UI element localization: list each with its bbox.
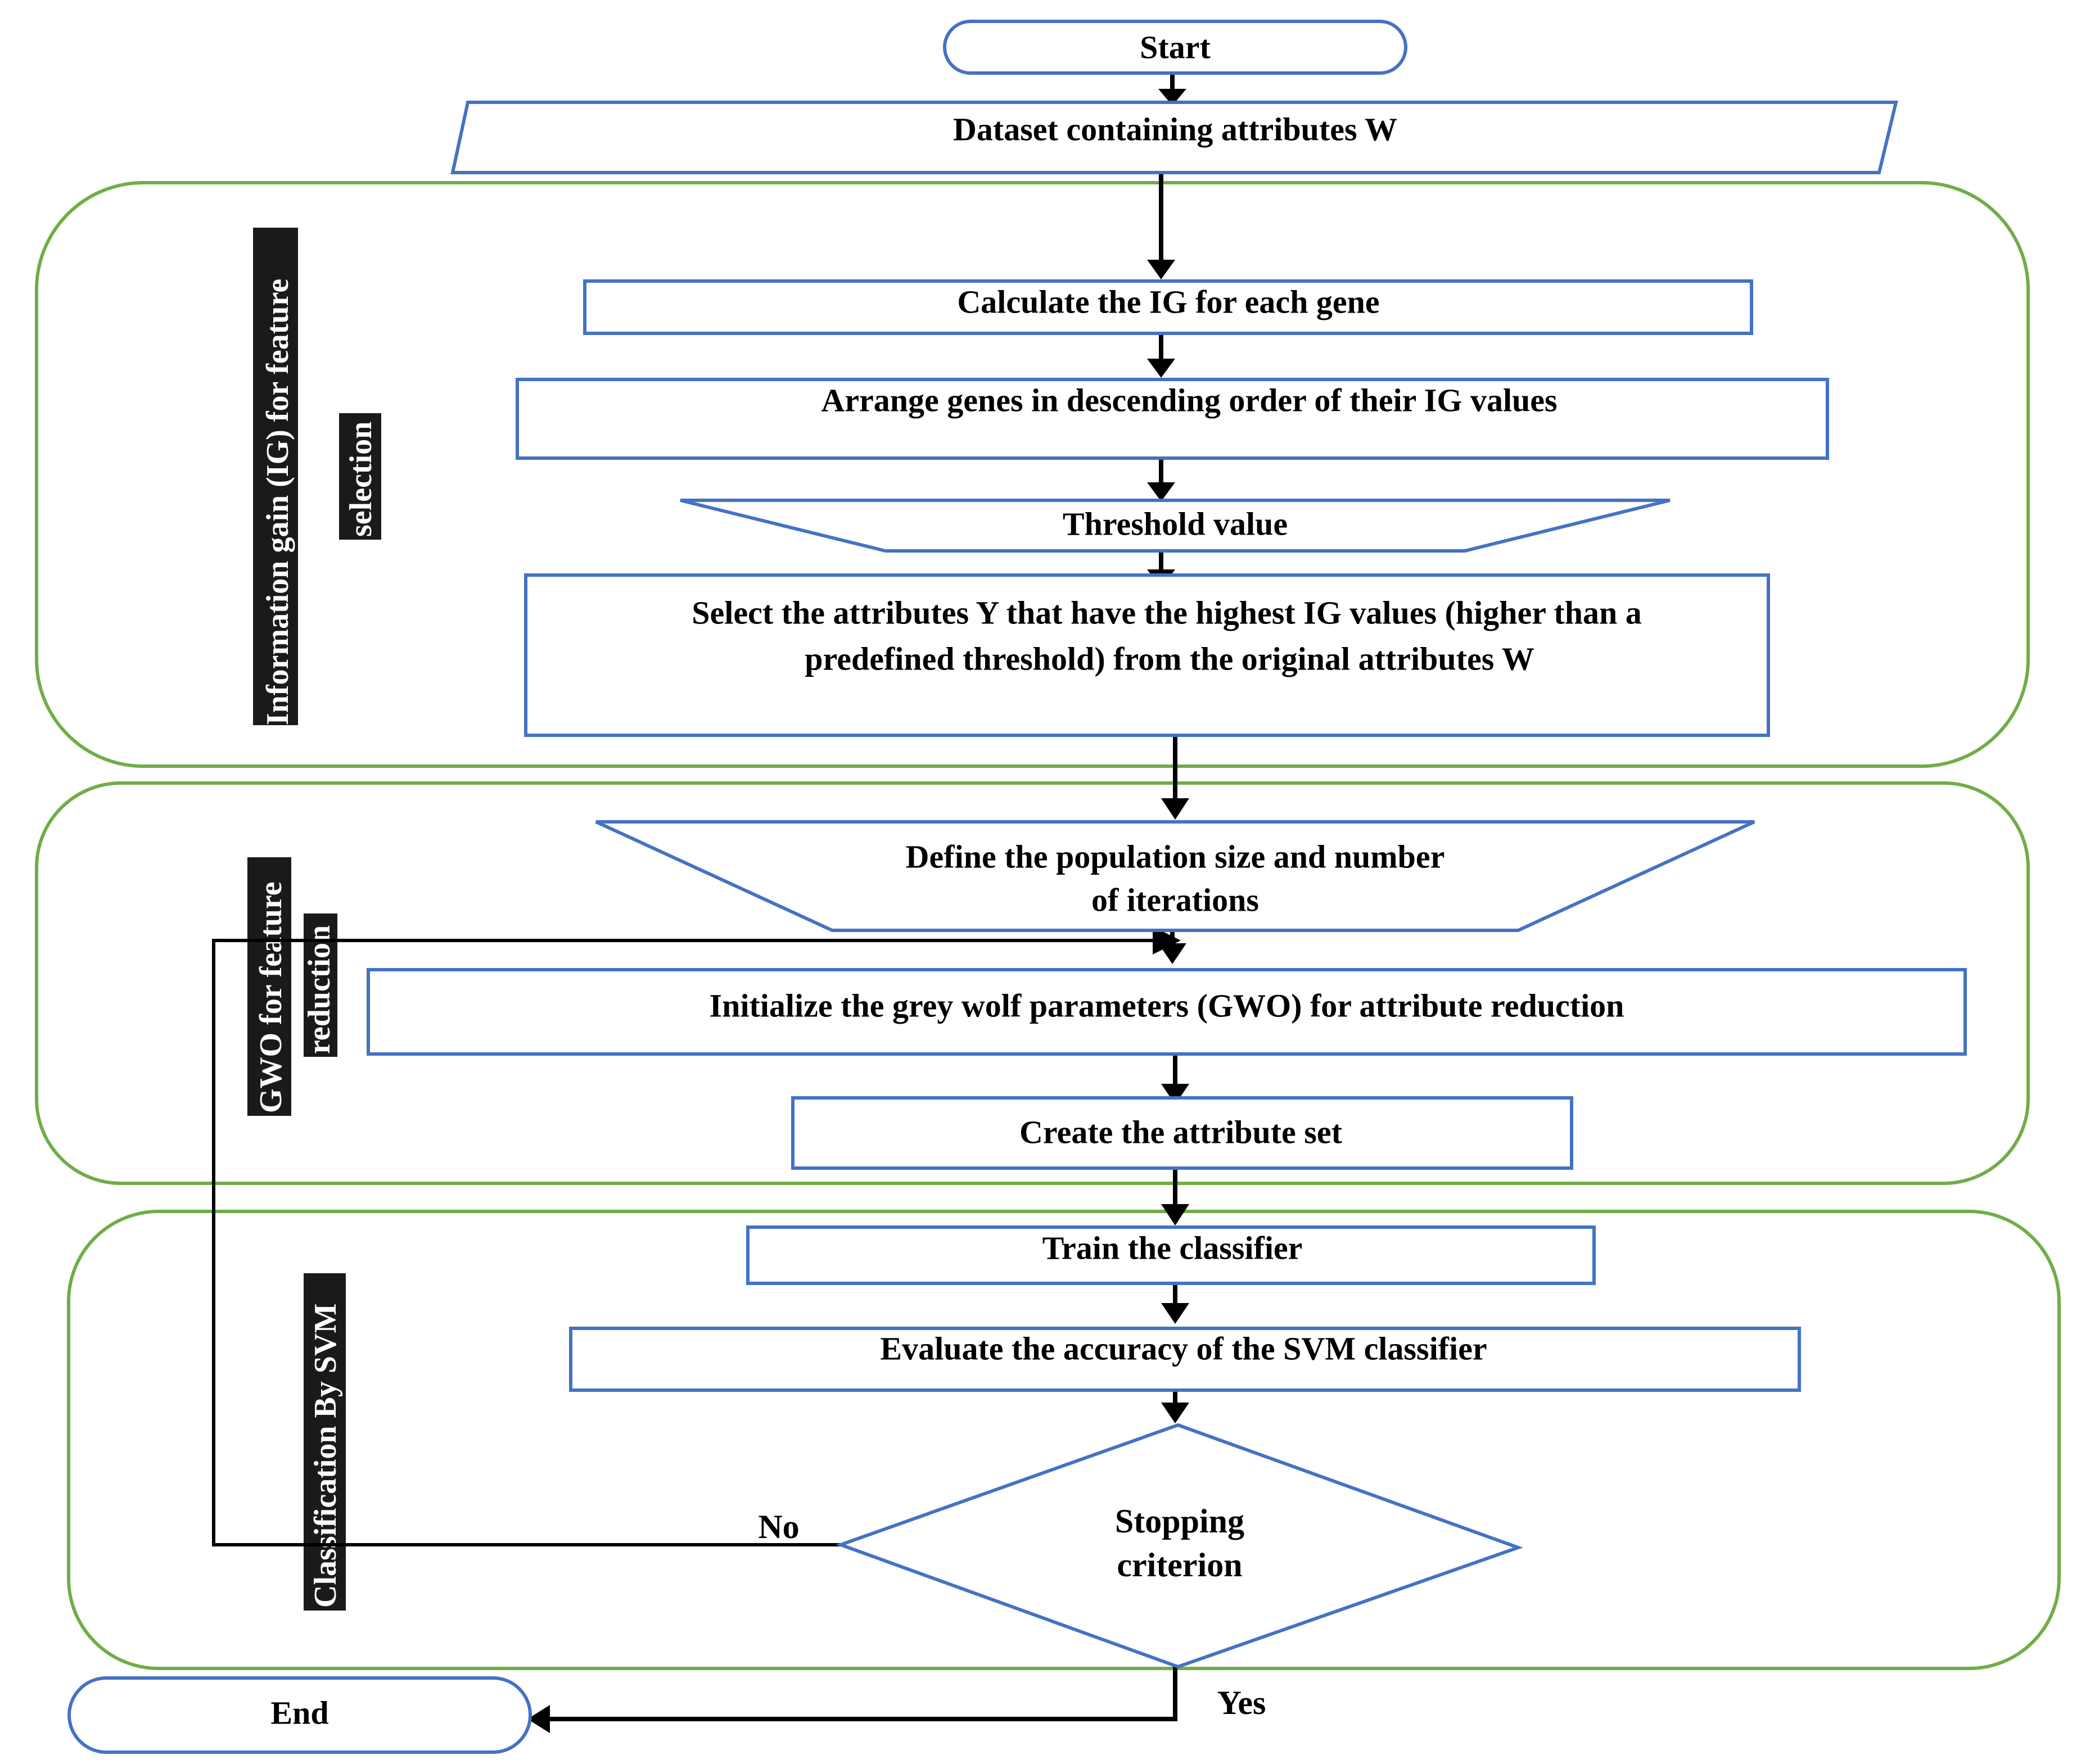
step-arrange-genes: Arrange genes in descending order of the… — [516, 378, 1829, 460]
ig-section-group — [35, 181, 2030, 768]
define-population-line2: of iterations — [1091, 881, 1259, 918]
define-population-input: Define the population size and number of… — [595, 820, 1755, 932]
no-branch-label: No — [758, 1508, 799, 1545]
step-train-classifier: Train the classifier — [746, 1225, 1596, 1285]
step-calculate-ig: Calculate the IG for each gene — [583, 279, 1753, 335]
initialize-gwo-label: Initialize the grey wolf parameters (GWO… — [710, 987, 1624, 1024]
dataset-label: Dataset containing attributes W — [953, 111, 1397, 147]
dataset-input: Dataset containing attributes W — [450, 101, 1898, 174]
svg-text:GWO for feature: GWO for feature — [254, 881, 288, 1113]
decision-line2: criterion — [1117, 1546, 1242, 1584]
gwo-section-label: GWO for feature reduction — [247, 857, 337, 1116]
step-initialize-gwo: Initialize the grey wolf parameters (GWO… — [367, 968, 1967, 1056]
stopping-criterion-decision: Stopping criterion — [836, 1423, 1523, 1669]
define-population-line1: Define the population size and number — [906, 838, 1445, 875]
train-classifier-label: Train the classifier — [1042, 1229, 1303, 1266]
svm-section-group — [67, 1210, 2061, 1670]
ig-section-label: Information gain (IG) for feature select… — [253, 228, 381, 725]
select-attributes-line1: Select the attributes Y that have the hi… — [692, 594, 1641, 631]
threshold-input: Threshold value — [680, 499, 1671, 553]
threshold-label: Threshold value — [1063, 505, 1288, 542]
step-evaluate-accuracy: Evaluate the accuracy of the SVM classif… — [569, 1327, 1801, 1392]
calculate-ig-label: Calculate the IG for each gene — [957, 283, 1379, 320]
svg-text:reduction: reduction — [302, 925, 337, 1054]
decision-line1: Stopping — [1115, 1503, 1244, 1540]
step-select-attributes: Select the attributes Y that have the hi… — [524, 573, 1770, 737]
arrange-genes-label: Arrange genes in descending order of the… — [821, 382, 1557, 418]
evaluate-accuracy-label: Evaluate the accuracy of the SVM classif… — [880, 1330, 1487, 1367]
step-create-attribute-set: Create the attribute set — [791, 1096, 1573, 1170]
start-terminal: Start — [943, 20, 1407, 75]
svg-text:Information gain (IG) for feat: Information gain (IG) for feature — [260, 279, 295, 725]
svg-text:Classification By SVM: Classification By SVM — [308, 1304, 343, 1608]
svg-text:selection: selection — [344, 422, 378, 537]
yes-branch-label: Yes — [1217, 1684, 1266, 1721]
end-label: End — [270, 1694, 328, 1731]
create-attribute-set-label: Create the attribute set — [1019, 1114, 1343, 1150]
end-terminal: End — [67, 1676, 532, 1754]
start-label: Start — [1140, 29, 1211, 65]
svm-section-label: Classification By SVM — [304, 1273, 346, 1611]
gwo-section-group — [35, 781, 2030, 1185]
select-attributes-line2: predefined threshold) from the original … — [805, 640, 1534, 677]
